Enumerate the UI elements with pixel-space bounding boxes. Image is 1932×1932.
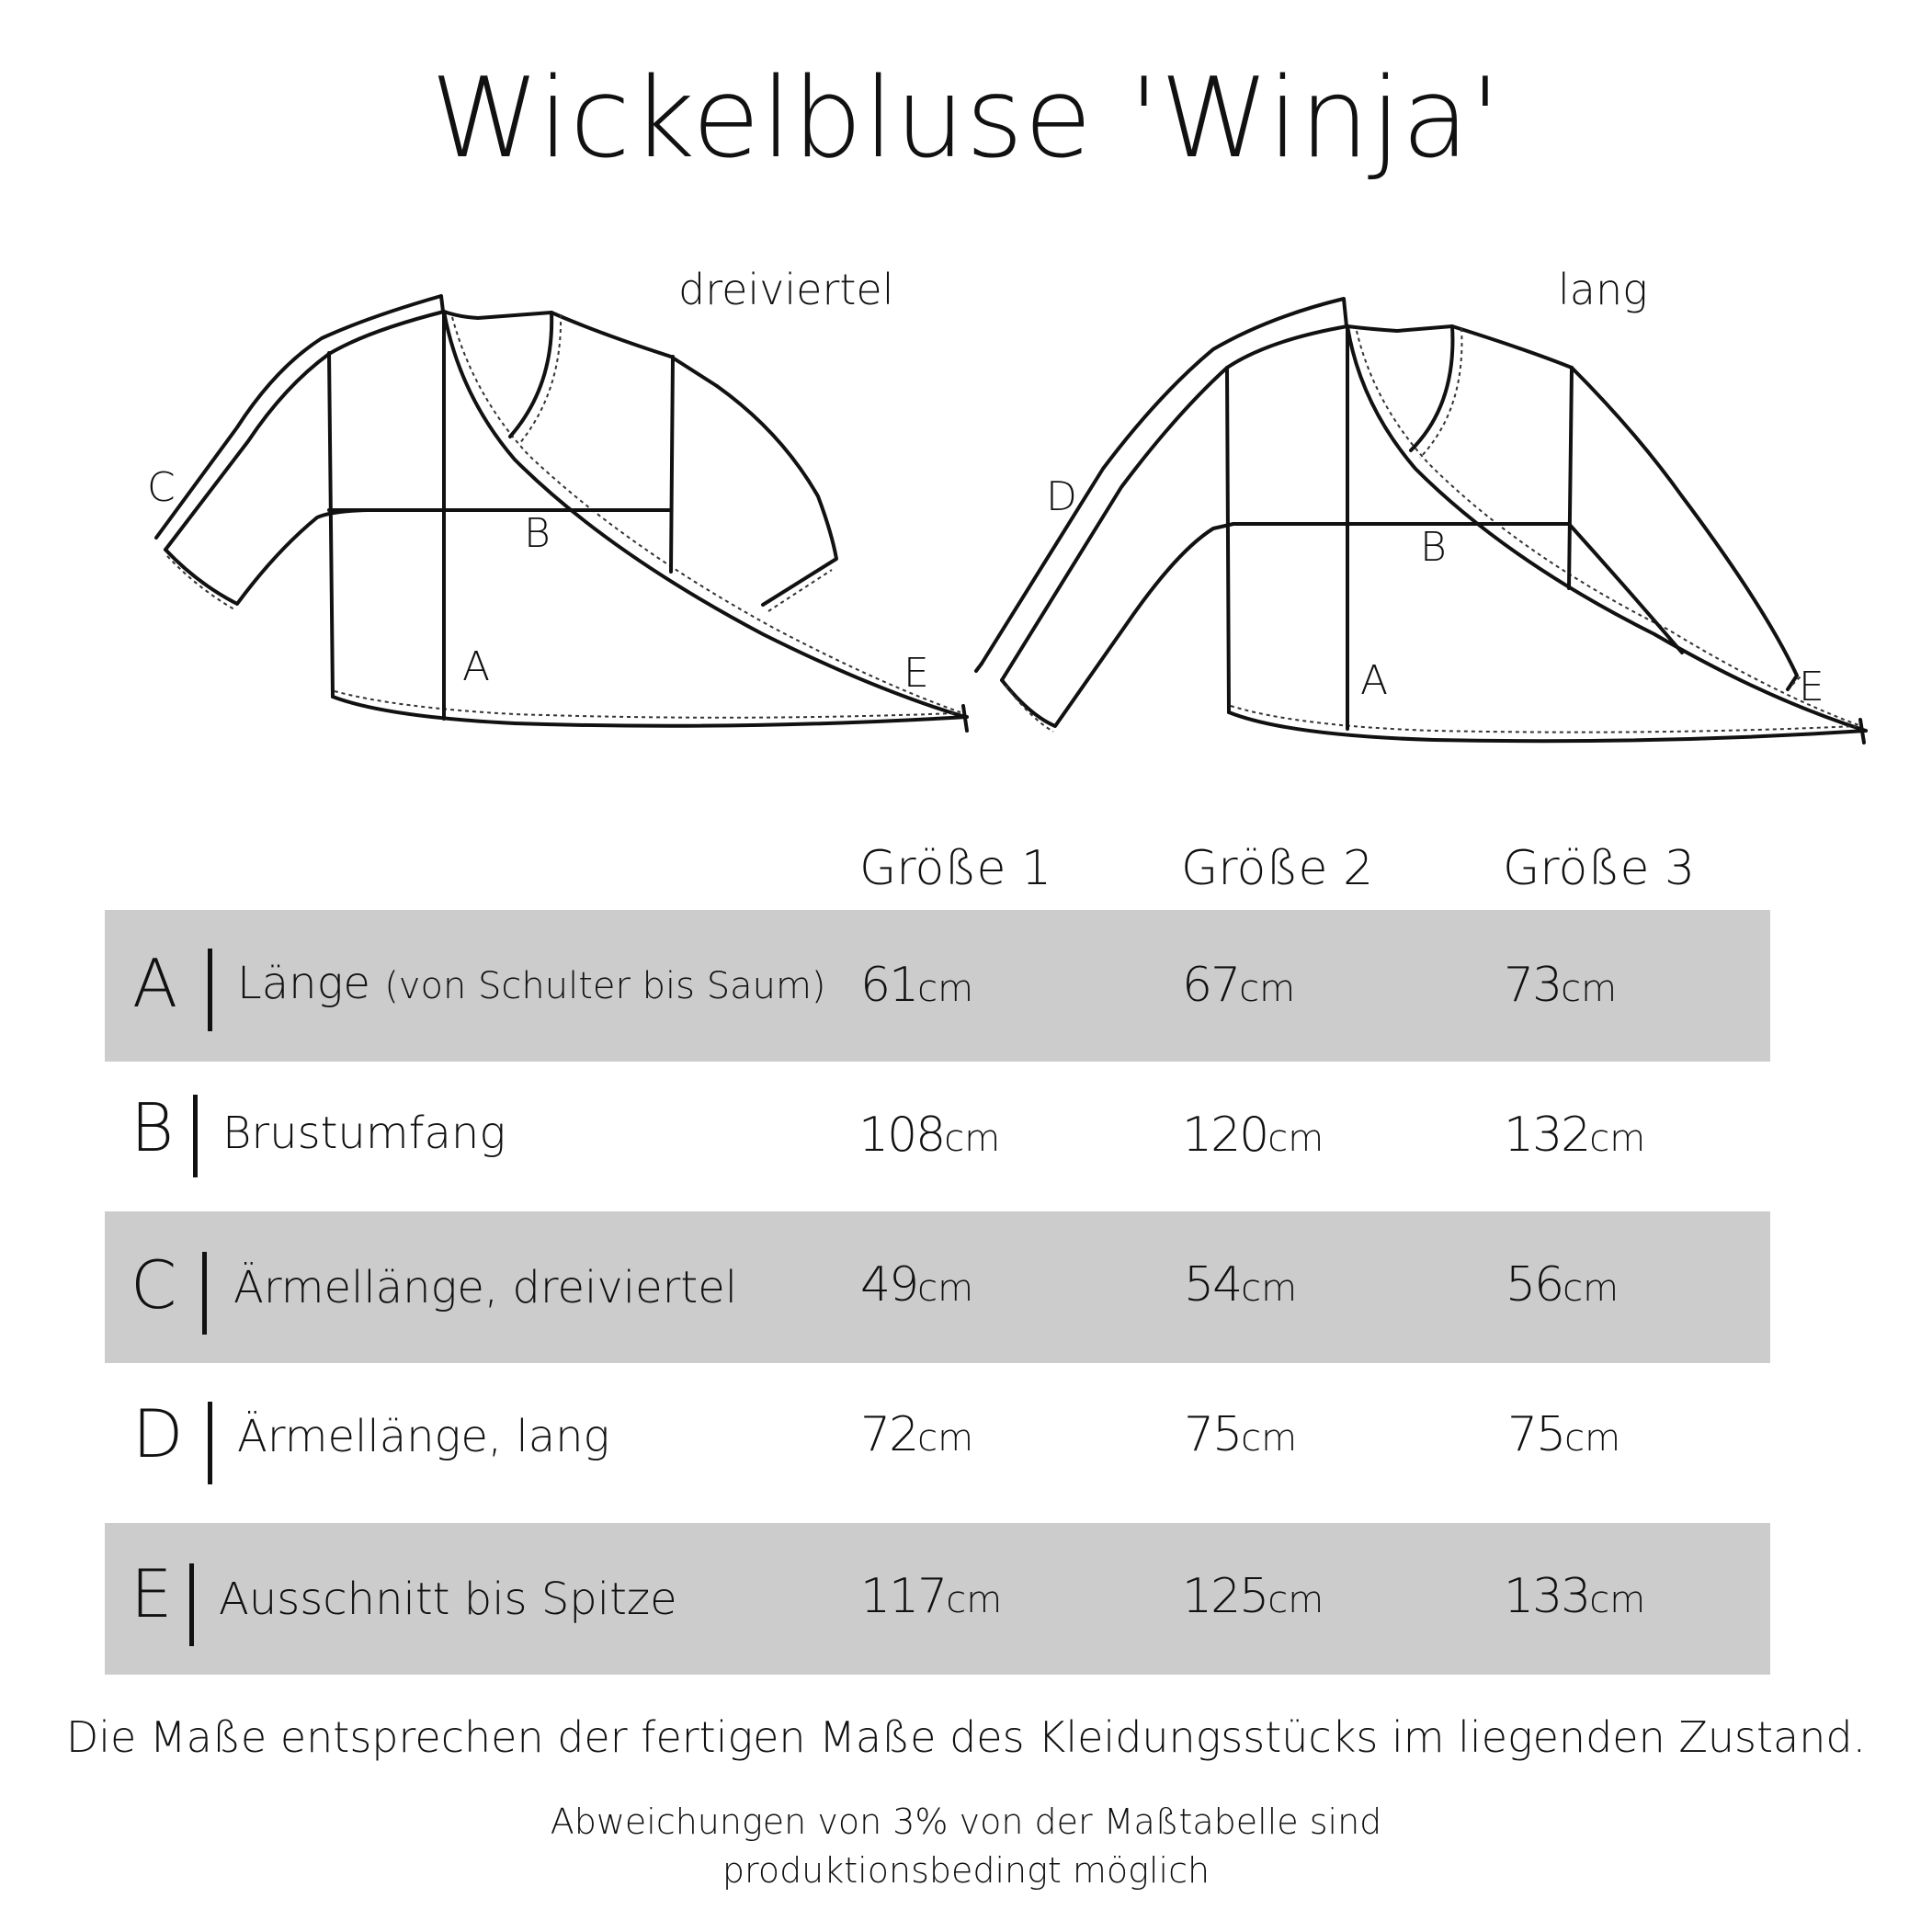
value-size-1: 72cm (860, 1407, 974, 1462)
marker-d: D (1046, 473, 1077, 520)
column-header-size-3: Größe 3 (1503, 841, 1696, 896)
value-size-3: 132cm (1504, 1108, 1646, 1163)
value-size-1: 108cm (858, 1108, 1001, 1163)
row-label: Ausschnitt bis Spitze (219, 1574, 677, 1625)
value-size-3: 133cm (1504, 1569, 1646, 1624)
table-row-b: B Brustumfang 108cm 120cm 132cm (105, 1062, 1770, 1213)
table-row-a: A Länge (von Schulter bis Saum) 61cm 67c… (105, 910, 1770, 1062)
value-size-2: 120cm (1182, 1108, 1324, 1163)
value-size-1: 117cm (860, 1569, 1003, 1624)
marker-a-left: A (462, 643, 490, 690)
marker-e-right: E (1799, 664, 1824, 710)
value-size-2: 67cm (1182, 958, 1296, 1013)
garment-label-dreiviertel: dreiviertel (678, 265, 894, 314)
garment-drawing-dreiviertel: C B A E (147, 294, 969, 733)
garment-drawing-lang: D B A E (974, 297, 1868, 744)
value-size-1: 49cm (860, 1257, 974, 1313)
row-letter: A (132, 945, 178, 1022)
row-label: Ärmellänge, lang (237, 1411, 610, 1462)
value-size-3: 73cm (1504, 958, 1618, 1013)
value-size-2: 75cm (1184, 1407, 1298, 1462)
row-letter: C (131, 1246, 177, 1324)
row-separator (208, 949, 212, 1031)
value-size-2: 54cm (1184, 1257, 1298, 1313)
value-size-1: 61cm (860, 958, 974, 1013)
marker-a-right: A (1360, 657, 1388, 704)
marker-b-right: B (1420, 524, 1447, 571)
row-separator (189, 1563, 194, 1646)
row-separator (202, 1252, 207, 1335)
value-size-2: 125cm (1182, 1569, 1324, 1624)
row-label: Brustumfang (222, 1108, 506, 1159)
marker-c: C (147, 464, 176, 511)
row-label: Ärmellänge, dreiviertel (233, 1262, 738, 1313)
table-row-e: E Ausschnitt bis Spitze 117cm 125cm 133c… (105, 1523, 1770, 1675)
marker-b-left: B (524, 510, 551, 557)
row-separator (208, 1402, 212, 1484)
column-header-size-2: Größe 2 (1181, 841, 1374, 896)
table-row-d: D Ärmellänge, lang 72cm 75cm 75cm (105, 1363, 1770, 1515)
value-size-3: 75cm (1507, 1407, 1621, 1462)
table-row-c: C Ärmellänge, dreiviertel 49cm 54cm 56cm (105, 1211, 1770, 1363)
row-separator (193, 1095, 198, 1177)
footnote-line-2: produktionsbedingt möglich (722, 1850, 1210, 1891)
marker-e-left: E (903, 650, 929, 697)
row-letter: E (131, 1555, 173, 1632)
footnote-main: Die Maße entsprechen der fertigen Maße d… (65, 1712, 1867, 1762)
row-letter: D (132, 1395, 184, 1472)
row-label: Länge (von Schulter bis Saum) (237, 958, 826, 1009)
value-size-3: 56cm (1506, 1257, 1619, 1313)
garment-label-lang: lang (1558, 265, 1648, 314)
footnote-line-1: Abweichungen von 3% von der Maßtabelle s… (550, 1801, 1382, 1842)
page-title: Wickelbluse 'Winja' (430, 55, 1502, 183)
row-letter: B (131, 1089, 175, 1166)
column-header-size-1: Größe 1 (859, 841, 1052, 896)
